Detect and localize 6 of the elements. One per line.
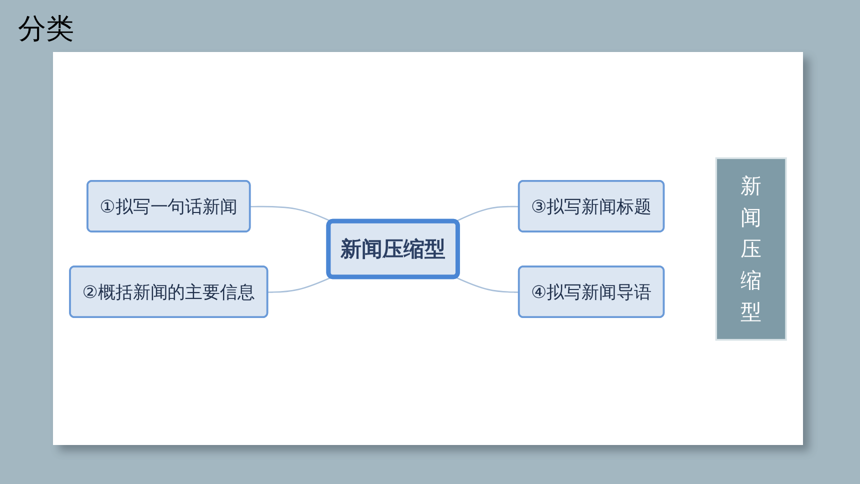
title: 分类 xyxy=(18,12,74,46)
node-box xyxy=(715,156,787,340)
connector xyxy=(454,276,520,292)
card-background: 新闻压缩型 ①拟写一句话新闻 ②概括新闻的主要信息 ③拟写新闻标题 ④拟写新闻导语 新闻压缩型 xyxy=(53,52,803,445)
connector xyxy=(268,276,332,292)
connector xyxy=(454,205,520,222)
